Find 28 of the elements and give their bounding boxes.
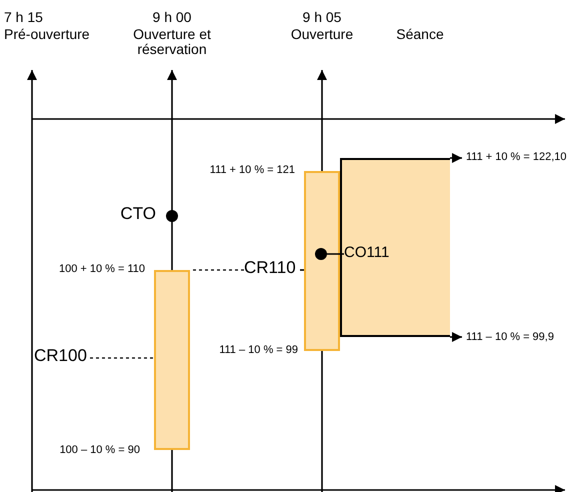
leader-line xyxy=(90,357,154,359)
phase-label: Séance xyxy=(395,27,445,42)
price-label: CR110 xyxy=(244,259,296,278)
price-label: 111 + 10 % = 121 xyxy=(210,164,295,176)
price-label: 100 + 10 % = 110 xyxy=(58,263,145,276)
leader-line xyxy=(300,269,304,271)
price-limit-label: 111 + 10 % = 122,10 xyxy=(466,151,567,164)
time-label: 9 h 00 xyxy=(152,10,192,26)
price-band xyxy=(340,158,450,337)
price-band xyxy=(304,171,340,351)
price-band xyxy=(154,270,190,450)
price-label: CO111 xyxy=(344,245,390,262)
leader-line xyxy=(190,269,244,271)
price-dot xyxy=(315,248,327,260)
price-label: 100 – 10 % = 90 xyxy=(60,444,140,456)
phase-label: Ouverture xyxy=(290,27,354,42)
price-label: CR100 xyxy=(34,347,87,366)
price-dot xyxy=(166,210,178,222)
price-limit-label: 111 – 10 % = 99,9 xyxy=(466,331,554,344)
arrow xyxy=(450,332,462,342)
arrow xyxy=(450,153,462,163)
time-label: 7 h 15 xyxy=(4,10,44,26)
time-label: 9 h 05 xyxy=(302,10,342,26)
leader-line xyxy=(327,253,344,255)
phase-label: Pré-ouverture xyxy=(4,27,91,42)
price-label: 111 – 10 % = 99 xyxy=(219,344,298,356)
phase-label: Ouverture et réservation xyxy=(132,27,212,58)
price-label: CTO xyxy=(120,205,156,224)
